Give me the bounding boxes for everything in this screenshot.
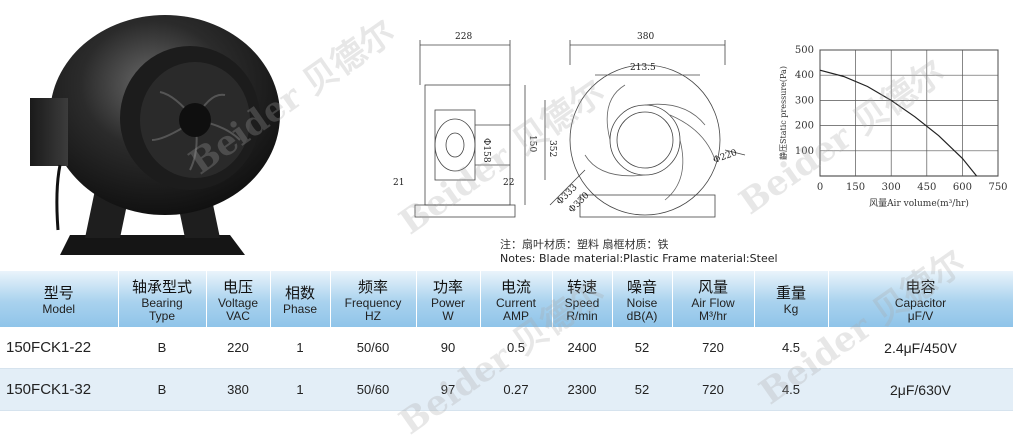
table-row: 150FCK1-22 B 220 1 50/60 90 0.5 2400 52 … <box>0 327 1013 369</box>
notes-en: Notes: Blade material:Plastic Frame mate… <box>500 252 778 265</box>
y-tick-label: 400 <box>795 70 814 81</box>
dim-phi158: Φ158 <box>481 138 491 163</box>
cell-power: 90 <box>416 327 480 369</box>
y-tick-label: 500 <box>795 45 814 56</box>
cell-capacitor: 2μF/630V <box>828 368 1013 411</box>
cell-noise: 52 <box>612 327 672 369</box>
cell-phase: 1 <box>270 327 330 369</box>
cell-model: 150FCK1-32 <box>0 368 118 411</box>
dim-213-5: 213.5 <box>630 63 656 73</box>
x-tick-label: 750 <box>988 182 1007 193</box>
cell-bearing: B <box>118 368 206 411</box>
series-line <box>819 69 978 177</box>
y-tick-label: 300 <box>795 95 814 106</box>
cell-bearing: B <box>118 327 206 369</box>
dim-21: 21 <box>393 178 405 188</box>
y-tick-label: 200 <box>795 121 814 132</box>
cell-power: 97 <box>416 368 480 411</box>
performance-chart: 0 150 300 450 600 750 100 200 300 400 500 风量Air vol… <box>768 40 1013 215</box>
product-photo <box>0 0 300 268</box>
x-tick-label: 300 <box>882 182 901 193</box>
cell-weight: 4.5 <box>754 327 828 369</box>
cell-frequency: 50/60 <box>330 368 416 411</box>
cell-noise: 52 <box>612 368 672 411</box>
notes-cn: 注：扇叶材质：塑料 扇框材质：铁 <box>500 238 669 251</box>
dim-22: 22 <box>503 178 515 188</box>
cell-capacitor: 2.4μF/450V <box>828 327 1013 369</box>
dim-380: 380 <box>637 32 655 42</box>
cell-airflow: 720 <box>672 327 754 369</box>
cell-current: 0.27 <box>480 368 552 411</box>
x-axis-label: 风量Air volume(m³/hr) <box>869 198 969 209</box>
cell-airflow: 720 <box>672 368 754 411</box>
y-tick-label: 100 <box>795 146 814 157</box>
x-tick-label: 450 <box>917 182 936 193</box>
chart-svg: 0 150 300 450 600 750 100 200 300 400 500 风量Air vol… <box>778 45 1008 209</box>
x-tick-label: 0 <box>817 182 823 193</box>
dimension-drawing: 228 380 213.5 150 352 Φ158 21 22 Φ333 Φ3… <box>385 30 755 230</box>
cell-phase: 1 <box>270 368 330 411</box>
cell-model: 150FCK1-22 <box>0 327 118 369</box>
cell-frequency: 50/60 <box>330 327 416 369</box>
dim-352: 352 <box>547 140 557 158</box>
cell-voltage: 380 <box>206 368 270 411</box>
cell-speed: 2400 <box>552 327 612 369</box>
cell-voltage: 220 <box>206 327 270 369</box>
x-tick-label: 600 <box>953 182 972 193</box>
dim-228: 228 <box>455 32 473 42</box>
cell-weight: 4.5 <box>754 368 828 411</box>
y-axis-label: 静压Static pressure(Pa) <box>778 66 788 160</box>
dim-150: 150 <box>527 135 537 153</box>
material-notes: 注：扇叶材质：塑料 扇框材质：铁 Notes: Blade material:P… <box>500 238 820 266</box>
cell-speed: 2300 <box>552 368 612 411</box>
table-row: 150FCK1-32 B 380 1 50/60 97 0.27 2300 52… <box>0 368 1013 411</box>
cell-current: 0.5 <box>480 327 552 369</box>
x-tick-label: 150 <box>846 182 865 193</box>
